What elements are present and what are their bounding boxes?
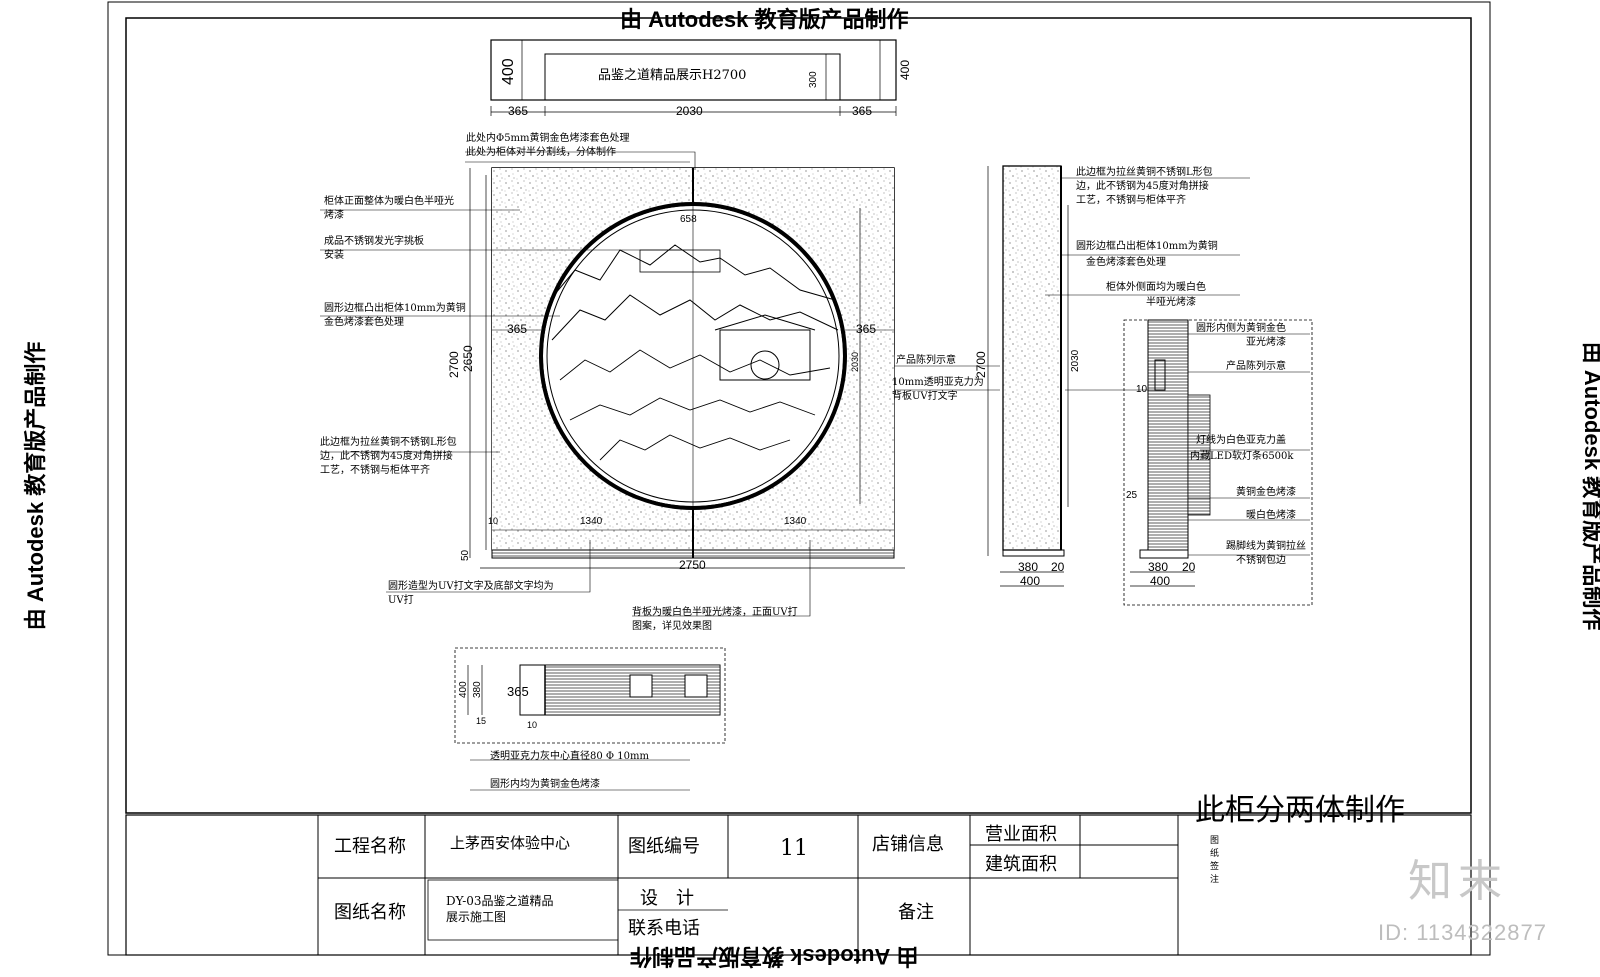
dim-base-10: 10 [488,516,499,526]
detail-note-light-a: 灯线为白色亚克力盖 [1196,435,1286,446]
side-note-edge-a: 此边框为拉丝黄铜不锈钢L形包 [1076,167,1213,178]
side-note-exterior-a: 柜体外侧面均为暖白色 [1106,282,1206,293]
front-elevation-full [469,167,905,569]
dim-base-50: 50 [460,549,471,561]
detail-note-inner-a: 圆形内侧为黄铜金色 [1196,323,1286,334]
front-note-uv-a: 圆形造型为UV打文字及底部文字均为 [388,581,554,592]
dim-detail-10: 10 [1136,384,1148,395]
detail-note-kick-b: 不锈钢包边 [1236,555,1286,566]
shop-info-label: 店铺信息 [872,834,944,855]
dim-front-height-2700: 2700 [447,351,461,378]
front-note-backboard-a: 背板为暖白色半哑光烤漆，正面UV打 [632,607,798,618]
inner-border [125,17,1472,814]
side-note-exterior-b: 半哑光烤漆 [1146,297,1196,308]
brand-id: ID: 1134322877 [1378,920,1547,945]
project-name-label: 工程名称 [334,836,406,857]
dim-front-side-right: 365 [856,322,877,336]
front-note-finish-b: 烤漆 [324,210,344,221]
dim-front-bottom-right: 1340 [784,516,807,527]
dim-top-side-left: 365 [508,104,529,118]
dim-plan-10: 10 [527,720,538,730]
sign-block: 图纸签注 [1210,836,1220,885]
front-note-frame-a: 圆形边框凸出柜体10mm为黄铜 [324,303,466,314]
business-area-label: 营业面积 [985,824,1057,845]
dim-side-base-20: 20 [1051,560,1065,574]
detail-note-display: 产品陈列示意 [1226,361,1286,372]
front-note-acrylic-b: 背板UV打文字 [892,391,958,402]
building-area-label: 建筑面积 [985,854,1057,875]
drawing-name-value-2: 展示施工图 [446,910,507,924]
side-note-edge-b: 边，此不锈钢为45度对角拼接 [1076,181,1209,192]
remarks-label: 备注 [898,902,934,923]
dim-side-height-2030: 2030 [1070,349,1081,372]
front-note-acrylic-a: 10mm透明亚克力为 [892,377,984,388]
dim-circle-radius: 658 [680,214,697,225]
detail-note-white: 暖白色烤漆 [1246,510,1296,521]
plan-view [454,647,726,791]
dim-front-width: 2750 [679,558,706,572]
dim-plan-365: 365 [507,684,529,699]
detail-note-brass: 黄铜金色烤漆 [1236,487,1296,498]
detail-note-light-b: 内藏LED软灯条6500k [1190,451,1294,462]
detail-section [1065,319,1313,606]
dim-side-height-2700: 2700 [974,351,988,378]
dim-plan-380: 380 [472,681,483,698]
drawing-name-label: 图纸名称 [334,902,406,923]
front-note-split-line: 此处为柜体对半分割线，分体制作 [466,147,616,158]
design-label: 设 计 [640,888,694,909]
front-note-edge-c: 工艺，不锈钢与柜体平齐 [320,465,430,476]
dim-top-side-right: 365 [852,104,873,118]
brand-logo: 知末 [1408,856,1508,907]
side-note-frame-a: 圆形边框凸出柜体10mm为黄铜 [1076,241,1218,252]
dim-detail-base-380: 380 [1148,560,1169,574]
side-elevation [987,165,1250,587]
dim-plan-15: 15 [476,716,487,726]
dim-front-inner: 2030 [850,351,860,372]
front-note-edge-a: 此边框为拉丝黄铜不锈钢L形包 [320,437,457,448]
dim-front-bottom-left: 1340 [580,516,603,527]
front-note-display: 产品陈列示意 [896,355,956,366]
sign-title: 品鉴之道精品展示H2700 [598,68,747,83]
front-note-finish-a: 柜体正面整体为暖白色半哑光 [324,196,454,207]
front-note-brass-inlay: 此处内Φ5mm黄铜金色烤漆套色处理 [466,133,630,144]
front-note-edge-b: 边，此不锈钢为45度对角拼接 [320,451,453,462]
front-note-backboard-b: 图案，详见效果图 [632,621,712,632]
two-piece-note: 此柜分两体制作 [1195,793,1405,828]
drawing-name-value-1: DY-03品鉴之道精品 [446,894,554,908]
edu-watermark-top: 由 Autodesk 教育版产品制作 [620,7,909,32]
side-note-edge-c: 工艺，不锈钢与柜体平齐 [1076,195,1186,206]
dim-top-height-left: 400 [500,58,517,85]
title-block-lines [125,814,1472,956]
plan-note-circle: 圆形内均为黄铜金色烤漆 [490,779,600,790]
dim-side-base-400: 400 [1020,574,1041,588]
dim-front-height-2650: 2650 [461,345,475,372]
drawing-no-value: 11 [780,836,808,861]
front-leaders [320,151,1000,617]
dim-sign-height: 300 [808,71,819,88]
dim-detail-25: 25 [1126,490,1138,501]
dim-side-base-380: 380 [1018,560,1039,574]
front-note-letters-b: 安装 [324,250,344,261]
project-name-value: 上茅西安体验中心 [450,834,571,852]
sign-elevation [490,39,897,116]
dim-front-side-left: 365 [507,322,528,336]
contact-label: 联系电话 [628,918,700,939]
plan-note-acrylic: 透明亚克力灰中心直径80 Φ 10mm [490,751,649,762]
dim-top-height-right: 400 [898,59,912,80]
dim-plan-400: 400 [458,681,469,698]
drawing-no-label: 图纸编号 [628,836,700,857]
detail-note-kick-a: 踢脚线为黄铜拉丝 [1226,541,1306,552]
front-note-letters-a: 成品不锈钢发光字挑板 [324,236,424,247]
side-note-frame-b: 金色烤漆套色处理 [1086,257,1166,268]
dim-detail-base-20: 20 [1182,560,1196,574]
dim-detail-base-400: 400 [1150,574,1171,588]
front-note-frame-b: 金色烤漆套色处理 [324,317,404,328]
front-note-uv-b: UV打 [388,595,414,606]
detail-note-inner-b: 亚光烤漆 [1246,337,1286,348]
dim-top-center: 2030 [676,104,703,118]
